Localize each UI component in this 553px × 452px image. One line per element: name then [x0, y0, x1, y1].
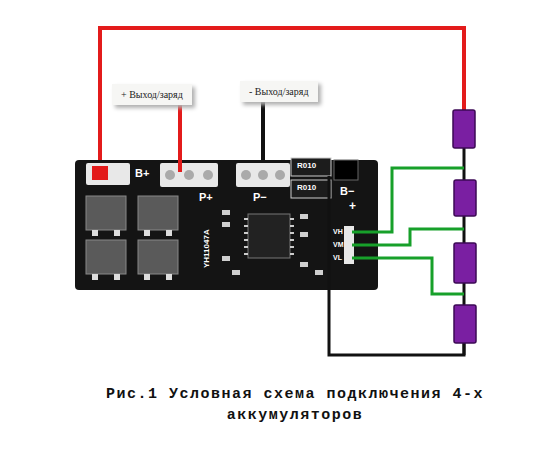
red-wire [100, 28, 464, 172]
battery-cell [454, 180, 476, 216]
smd [300, 232, 308, 237]
terminal-label: P− [253, 192, 267, 203]
lead [144, 274, 150, 280]
board-marking: YH11047A [203, 229, 211, 268]
pad-hole [203, 170, 213, 180]
ic-pin [290, 218, 294, 220]
terminal-label: B− [340, 186, 354, 197]
smd [222, 222, 230, 227]
pin-name: VM [333, 241, 344, 248]
resistor-value: R010 [297, 162, 316, 170]
smd [300, 214, 308, 219]
mosfet [86, 196, 126, 230]
resistor-symbol [291, 158, 331, 176]
pin-name: VL [333, 254, 342, 261]
ic-pin [290, 239, 294, 241]
callout-label: - Выход/заряд [249, 86, 309, 97]
terminal-pad [236, 163, 290, 187]
lead [166, 274, 172, 280]
pad-hole [275, 170, 285, 180]
smd [300, 262, 308, 267]
lead [92, 274, 98, 280]
ic-pin [244, 246, 248, 248]
mosfet [138, 196, 178, 230]
pad-hole [165, 170, 175, 180]
smd-parts [222, 210, 323, 275]
smd [222, 210, 230, 215]
callout-label: + Выход/заряд [121, 89, 183, 100]
wire-connector [178, 105, 182, 160]
smd [315, 270, 323, 275]
balance-wire [352, 258, 464, 294]
lead [114, 230, 120, 236]
battery-cells [453, 110, 476, 343]
callout-box: - Выход/заряд [240, 81, 318, 102]
pad-hole [184, 170, 194, 180]
balance-wire [352, 229, 464, 245]
lead [114, 274, 120, 280]
terminal-pad [334, 160, 358, 180]
wire-end [92, 166, 108, 180]
negative-wire [329, 176, 464, 355]
ic-pin [290, 232, 294, 234]
ic-pin [290, 225, 294, 227]
mosfet-leads [92, 230, 172, 280]
ic-pin [290, 246, 294, 248]
pad-hole [258, 170, 268, 180]
smd [232, 270, 240, 275]
pad-hole [241, 170, 251, 180]
wire-connector [261, 102, 265, 160]
battery-cell [454, 305, 476, 343]
lead [166, 230, 172, 236]
polarity-mark: + [349, 200, 356, 212]
figure-caption: Рис.1 Условная схема подключения 4-х акк… [70, 384, 520, 426]
resistor-symbol [291, 180, 331, 198]
ic-pin [244, 218, 248, 220]
wire-end [178, 160, 182, 172]
ic-pin [244, 225, 248, 227]
pin-name: VH [333, 228, 343, 235]
smd [222, 256, 230, 261]
lead [144, 230, 150, 236]
balance-wire [352, 168, 464, 232]
mosfet [86, 240, 126, 274]
ic-pin [290, 253, 294, 255]
mosfet [138, 240, 178, 274]
lead [92, 230, 98, 236]
battery-cell [454, 243, 476, 283]
ic-pin [244, 253, 248, 255]
pcb-board [75, 160, 378, 290]
ic-pins [244, 219, 294, 254]
terminal-label: P+ [199, 192, 213, 203]
terminal-label: B+ [135, 168, 149, 179]
callout-box: + Выход/заряд [112, 84, 192, 105]
ic-pin [244, 239, 248, 241]
mosfet-group [86, 196, 178, 274]
terminal-pad [160, 163, 218, 187]
terminal-pad [86, 163, 130, 185]
resistor-value: R010 [297, 184, 316, 192]
pcb-board: B+P+P−B−+R010R010YH11047AVHVMVL [75, 160, 378, 290]
ic-chip [248, 214, 290, 258]
ic-pin [244, 232, 248, 234]
battery-cell [453, 110, 475, 148]
